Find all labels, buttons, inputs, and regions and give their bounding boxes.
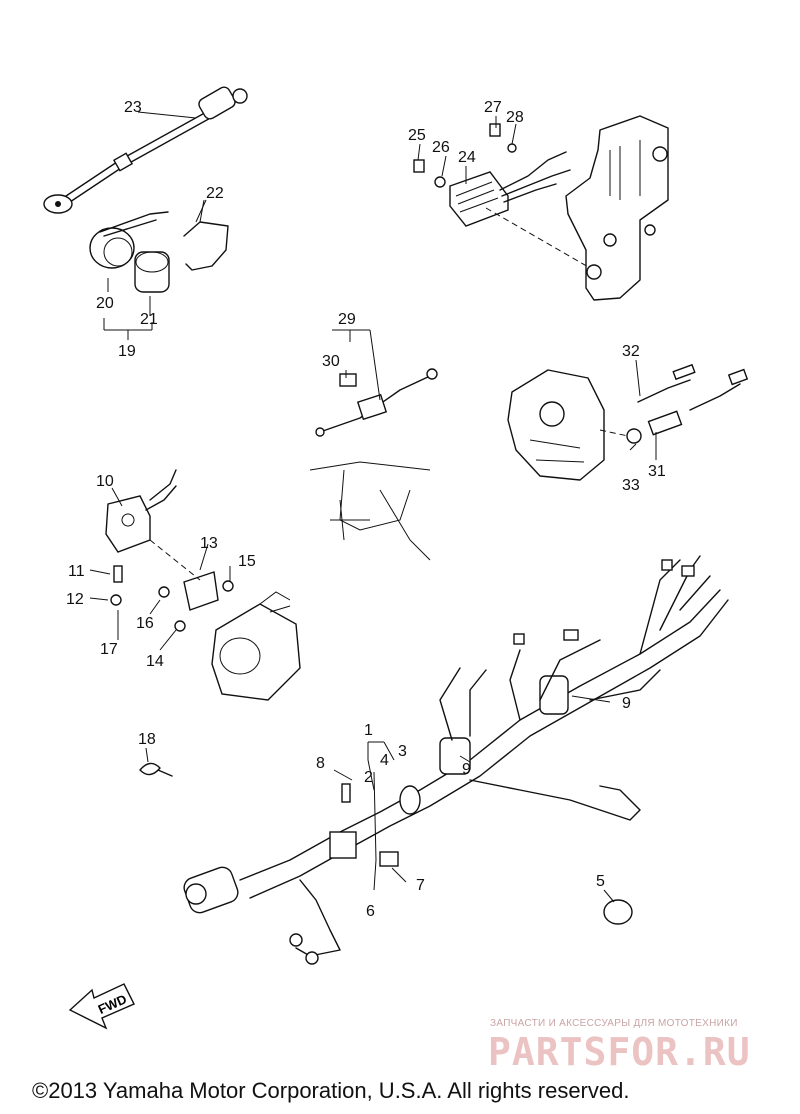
part-label-2: 2: [364, 769, 373, 786]
part-label-15: 15: [238, 553, 256, 570]
part-label-7: 7: [416, 877, 425, 894]
cover-and-switch-drawing: [507, 363, 749, 481]
part-label-31: 31: [648, 463, 666, 480]
battery-cable-drawing: [43, 86, 248, 214]
cable-assembly-drawing: [309, 368, 438, 561]
leader-lines: [89, 111, 657, 903]
part-label-27: 27: [484, 99, 502, 116]
rectifier-regulator-drawing: [413, 123, 591, 269]
part-label-30: 30: [322, 353, 340, 370]
part-label-29: 29: [338, 311, 356, 328]
part-label-24: 24: [458, 149, 476, 166]
part-label-32: 32: [622, 343, 640, 360]
part-label-12: 12: [66, 591, 84, 608]
part-label-4: 4: [380, 752, 389, 769]
part-label-9b: 9: [462, 761, 471, 778]
part-label-28: 28: [506, 109, 524, 126]
part-label-19: 19: [118, 343, 136, 360]
part-label-23: 23: [124, 99, 142, 116]
watermark-brand: PARTSFOR.RU: [488, 1030, 751, 1074]
part-label-9a: 9: [622, 695, 631, 712]
part-label-22: 22: [206, 185, 224, 202]
part-label-1: 1: [364, 722, 373, 739]
part-label-33: 33: [622, 477, 640, 494]
part-label-20: 20: [96, 295, 114, 312]
part-label-13: 13: [200, 535, 218, 552]
part-label-3: 3: [398, 743, 407, 760]
forward-direction-arrow: FWD: [68, 983, 135, 1030]
part-label-18: 18: [138, 731, 156, 748]
part-label-26: 26: [432, 139, 450, 156]
copyright-notice: ©2013 Yamaha Motor Corporation, U.S.A. A…: [32, 1078, 630, 1103]
part-label-11: 11: [68, 563, 85, 580]
part-label-14: 14: [146, 653, 164, 670]
carburetor-drawing: [105, 469, 301, 701]
starter-relay-drawing: [89, 211, 170, 293]
watermark-subtitle: ЗАПЧАСТИ И АКСЕССУАРЫ ДЛЯ МОТОТЕХНИКИ: [490, 1018, 738, 1029]
relay-bracket-drawing: [183, 199, 229, 271]
wire-harness-drawing: [183, 555, 729, 965]
part-label-21: 21: [140, 311, 158, 328]
part-label-17: 17: [100, 641, 118, 658]
part-number-labels: 1 2 3 4 5 6 7 8 9 9 10 11 12 13 14 15 16…: [66, 99, 666, 920]
part-label-5: 5: [596, 873, 605, 890]
part-label-6: 6: [366, 903, 375, 920]
part-label-16: 16: [136, 615, 154, 632]
electrical-bracket-plate-drawing: [565, 115, 669, 301]
clip-drawing: [139, 762, 173, 777]
part-label-10: 10: [96, 473, 114, 490]
part-label-25: 25: [408, 127, 426, 144]
part-label-8: 8: [316, 755, 325, 772]
